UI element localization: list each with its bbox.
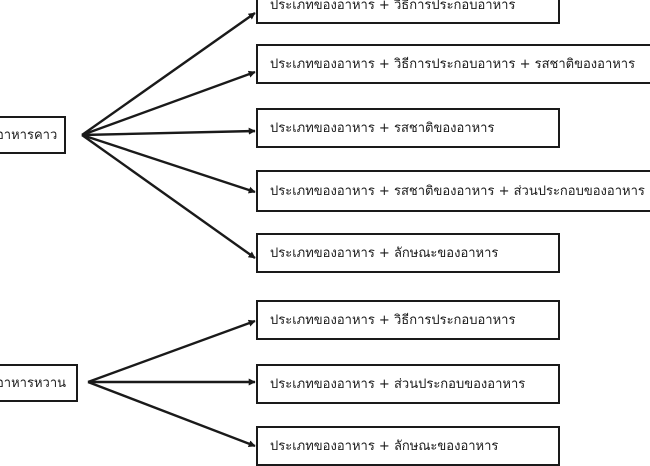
connector-arrow [81, 12, 256, 136]
connector-arrow [87, 380, 256, 448]
tree-diagram [81, 12, 256, 448]
connector-arrow [81, 134, 256, 259]
child-node-label: ประเภทของอาหาร + ลักษณะของอาหาร [270, 245, 499, 261]
child-node-label: ประเภทของอาหาร + ลักษณะของอาหาร [270, 438, 499, 454]
child-node-label: ประเภทของอาหาร + วิธีการประกอบอาหาร [270, 0, 516, 13]
child-node-label: ประเภทของอาหาร + รสชาติของอาหาร [270, 120, 495, 136]
root-label-savory: อาหารคาว [0, 127, 58, 143]
connector-arrow [81, 127, 256, 137]
connector-arrows [81, 12, 256, 448]
root-label-sweet: อาหารหวาน [0, 375, 67, 391]
child-node-label: ประเภทของอาหาร + รสชาติของอาหาร + ส่วนปร… [270, 183, 645, 199]
connector-arrow [87, 319, 256, 384]
connector-arrow [81, 133, 256, 194]
child-node: ประเภทของอาหาร + วิธีการประกอบอาหาร [256, 300, 560, 340]
child-node: ประเภทของอาหาร + ลักษณะของอาหาร [256, 426, 560, 466]
connector-arrow [81, 70, 256, 137]
child-node: ประเภทของอาหาร + วิธีการประกอบอาหาร + รส… [256, 44, 650, 84]
child-node-label: ประเภทของอาหาร + ส่วนประกอบของอาหาร [270, 376, 526, 392]
child-node: ประเภทของอาหาร + วิธีการประกอบอาหาร [256, 0, 560, 24]
root-node-sweet: อาหารหวาน [0, 364, 78, 402]
child-node: ประเภทของอาหาร + รสชาติของอาหาร [256, 108, 560, 148]
child-node: ประเภทของอาหาร + ส่วนประกอบของอาหาร [256, 364, 560, 404]
root-node-savory: อาหารคาว [0, 116, 66, 154]
child-node-label: ประเภทของอาหาร + วิธีการประกอบอาหาร + รส… [270, 56, 636, 72]
child-node-label: ประเภทของอาหาร + วิธีการประกอบอาหาร [270, 312, 516, 328]
child-node: ประเภทของอาหาร + ลักษณะของอาหาร [256, 233, 560, 273]
child-node: ประเภทของอาหาร + รสชาติของอาหาร + ส่วนปร… [256, 170, 650, 212]
